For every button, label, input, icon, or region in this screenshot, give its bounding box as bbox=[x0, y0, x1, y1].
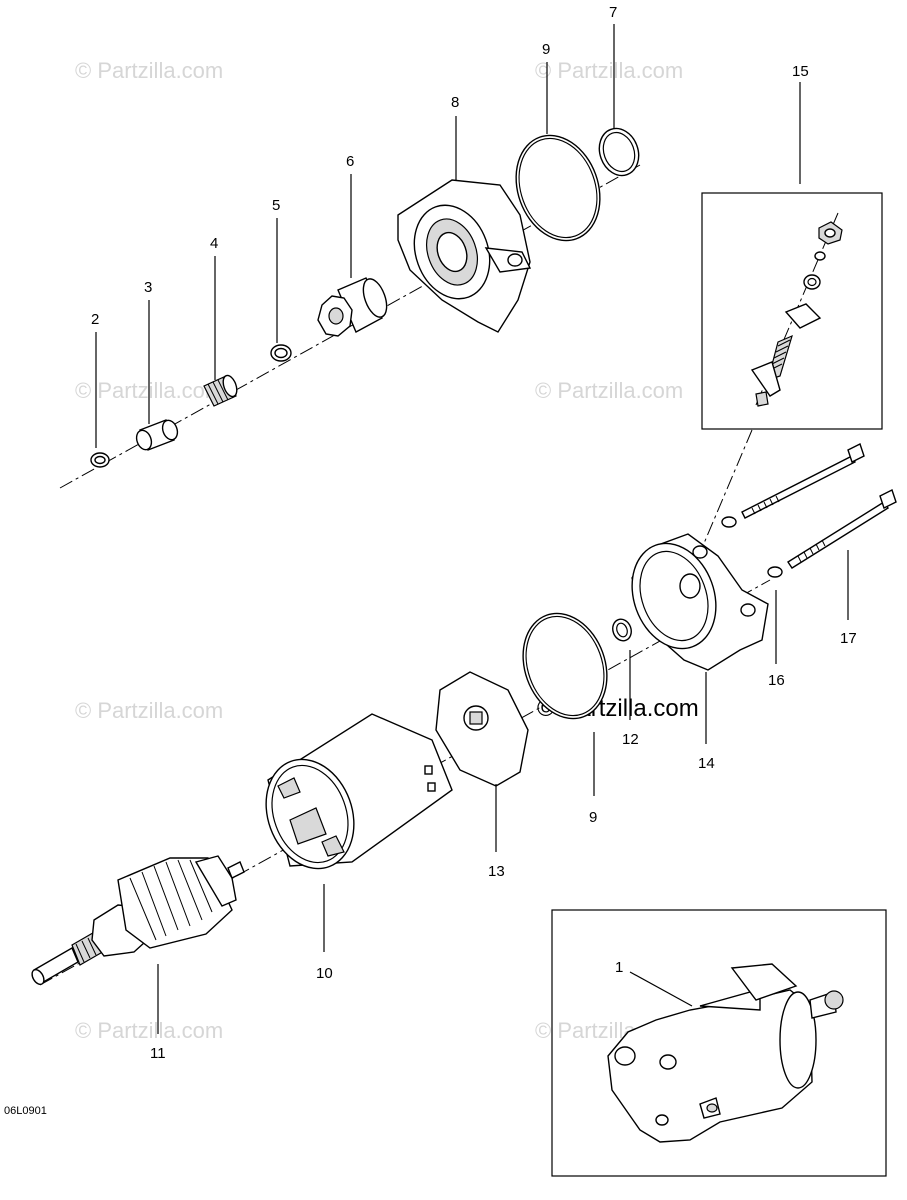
label-part-9-lower: 9 bbox=[589, 809, 597, 826]
part-7-ring bbox=[598, 127, 640, 177]
part-9-oring-lower bbox=[522, 612, 608, 720]
diagram-code: 06L0901 bbox=[4, 1105, 47, 1117]
watermark: © Partzilla.com bbox=[75, 58, 223, 83]
part-16-washer bbox=[721, 516, 783, 578]
label-part-11: 11 bbox=[150, 1045, 166, 1062]
part-9-oring-upper bbox=[515, 134, 601, 242]
label-part-3: 3 bbox=[144, 279, 152, 296]
watermark: © Partzilla.com bbox=[535, 378, 683, 403]
label-part-7: 7 bbox=[609, 4, 617, 21]
label-part-13: 13 bbox=[488, 863, 505, 880]
lower-axis-line bbox=[39, 579, 771, 986]
part-12-ring bbox=[612, 618, 632, 642]
label-part-6: 6 bbox=[346, 153, 354, 170]
label-part-17: 17 bbox=[840, 630, 857, 647]
label-part-5: 5 bbox=[272, 197, 280, 214]
part-13-brush-plate bbox=[435, 671, 529, 787]
part-4-spring bbox=[203, 374, 238, 407]
part-15-detail-box bbox=[701, 192, 883, 430]
part-3-bushing bbox=[135, 419, 179, 451]
label-part-4: 4 bbox=[210, 235, 218, 252]
label-part-10: 10 bbox=[316, 965, 333, 982]
part-2-ring bbox=[90, 452, 110, 468]
part-14-end-housing bbox=[631, 533, 769, 671]
part-6-pinion-gear bbox=[317, 277, 388, 337]
part-1-starter-assembly bbox=[607, 963, 844, 1143]
label-part-14: 14 bbox=[698, 755, 715, 772]
label-part-16: 16 bbox=[768, 672, 785, 689]
label-part-15: 15 bbox=[792, 63, 809, 80]
part-1-inset-box bbox=[551, 909, 887, 1177]
leader-lines bbox=[95, 24, 849, 1034]
label-part-2: 2 bbox=[91, 311, 99, 328]
part-11-armature bbox=[31, 855, 245, 986]
part-17-through-bolt bbox=[741, 443, 897, 569]
part-10-yoke bbox=[265, 713, 453, 870]
watermark: © Partzilla.com bbox=[535, 58, 683, 83]
label-part-12: 12 bbox=[622, 731, 639, 748]
label-part-1: 1 bbox=[615, 959, 623, 976]
detail-link-line bbox=[701, 429, 753, 549]
part-8-drive-housing bbox=[397, 179, 532, 333]
part-5-ring bbox=[270, 344, 292, 362]
part-number-labels: 1 2 3 4 5 6 7 8 9 9 10 11 12 13 14 15 16… bbox=[91, 4, 857, 1062]
watermark: © Partzilla.com bbox=[75, 1018, 223, 1043]
label-part-9-upper: 9 bbox=[542, 41, 550, 58]
label-part-8: 8 bbox=[451, 94, 459, 111]
watermark: © Partzilla.com bbox=[75, 698, 223, 723]
part-15-terminal-kit bbox=[750, 221, 843, 407]
